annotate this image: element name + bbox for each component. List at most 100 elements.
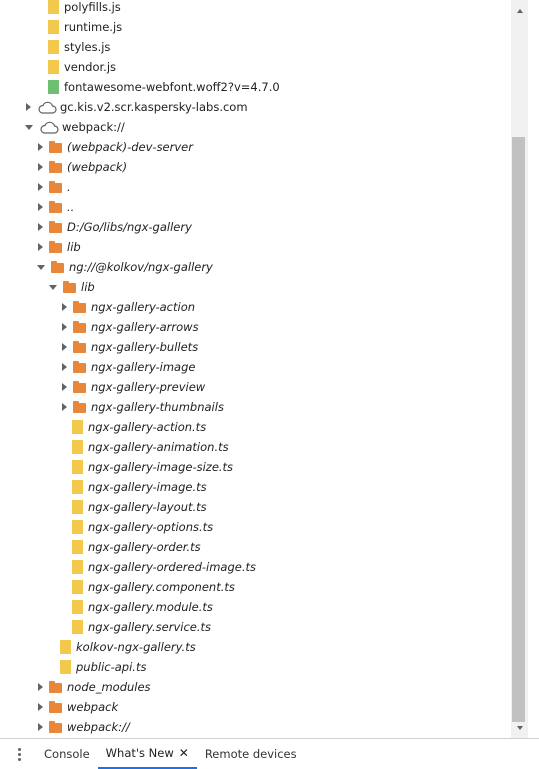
expand-arrow-icon[interactable] xyxy=(62,323,67,331)
tree-item-label: (webpack)-dev-server xyxy=(67,140,193,154)
close-tab-icon[interactable]: ✕ xyxy=(178,746,189,760)
ts-file-icon xyxy=(72,540,83,554)
expand-arrow-icon[interactable] xyxy=(38,703,43,711)
tree-item[interactable]: ngx-gallery-ordered-image.ts xyxy=(0,557,511,577)
tree-item[interactable]: styles.js xyxy=(0,37,511,57)
folder-icon xyxy=(49,200,62,213)
tree-item[interactable]: (webpack)-dev-server xyxy=(0,137,511,157)
folder-icon xyxy=(49,160,62,173)
folder-icon xyxy=(63,280,76,293)
expand-arrow-icon[interactable] xyxy=(62,303,67,311)
tree-item[interactable]: public-api.ts xyxy=(0,657,511,677)
tree-item-label: ngx-gallery-options.ts xyxy=(88,520,214,534)
tab-remote-devices[interactable]: Remote devices xyxy=(197,739,305,769)
tree-item-label: styles.js xyxy=(64,40,111,54)
expand-arrow-icon[interactable] xyxy=(62,403,67,411)
tab-console[interactable]: Console xyxy=(36,739,98,769)
folder-icon xyxy=(73,360,86,373)
tree-item[interactable]: ngx-gallery-layout.ts xyxy=(0,497,511,517)
tree-item[interactable]: ngx-gallery.module.ts xyxy=(0,597,511,617)
tree-item[interactable]: webpack:// xyxy=(0,117,511,137)
tree-item-label: ng://@kolkov/ngx-gallery xyxy=(69,260,213,274)
ts-file-icon xyxy=(60,660,71,674)
tree-item[interactable]: ngx-gallery-bullets xyxy=(0,337,511,357)
ts-file-icon xyxy=(72,520,83,534)
scroll-up-arrow-icon[interactable] xyxy=(511,2,528,19)
tree-item[interactable]: ngx-gallery-image xyxy=(0,357,511,377)
expand-arrow-icon[interactable] xyxy=(38,243,43,251)
tree-item[interactable]: webpack xyxy=(0,697,511,717)
tab-label: Remote devices xyxy=(204,747,297,761)
expand-arrow-icon[interactable] xyxy=(38,223,43,231)
tree-item[interactable]: fontawesome-webfont.woff2?v=4.7.0 xyxy=(0,77,511,97)
expand-arrow-icon[interactable] xyxy=(26,103,31,111)
tree-item-label: ngx-gallery-animation.ts xyxy=(88,440,229,454)
tree-item[interactable]: runtime.js xyxy=(0,17,511,37)
js-file-icon xyxy=(48,0,59,14)
ts-file-icon xyxy=(72,580,83,594)
tree-item[interactable]: lib xyxy=(0,277,511,297)
tab-label: Console xyxy=(44,747,90,761)
scroll-down-arrow-icon[interactable] xyxy=(511,719,528,736)
collapse-arrow-icon[interactable] xyxy=(25,124,33,130)
tree-item-label: ngx-gallery-thumbnails xyxy=(91,400,224,414)
expand-arrow-icon[interactable] xyxy=(38,143,43,151)
tree-item[interactable]: kolkov-ngx-gallery.ts xyxy=(0,637,511,657)
cloud-icon xyxy=(39,121,59,134)
tree-item-label: ngx-gallery-action.ts xyxy=(88,420,207,434)
scrollbar-thumb[interactable] xyxy=(512,137,525,722)
tree-item[interactable]: D:/Go/libs/ngx-gallery xyxy=(0,217,511,237)
ts-file-icon xyxy=(72,440,83,454)
expand-arrow-icon[interactable] xyxy=(38,723,43,731)
tree-item[interactable]: ngx-gallery-animation.ts xyxy=(0,437,511,457)
tree-item[interactable]: node_modules xyxy=(0,677,511,697)
tree-item[interactable]: ngx-gallery-thumbnails xyxy=(0,397,511,417)
folder-icon xyxy=(73,400,86,413)
vertical-scrollbar[interactable] xyxy=(511,0,528,738)
expand-arrow-icon[interactable] xyxy=(62,343,67,351)
tab-whats-new[interactable]: What's New ✕ xyxy=(97,739,197,769)
tree-item-label: ngx-gallery-order.ts xyxy=(88,540,201,554)
ts-file-icon xyxy=(72,560,83,574)
expand-arrow-icon[interactable] xyxy=(38,203,43,211)
tree-item[interactable]: lib xyxy=(0,237,511,257)
tree-item-label: ngx-gallery-preview xyxy=(91,380,206,394)
expand-arrow-icon[interactable] xyxy=(38,183,43,191)
tree-item[interactable]: vendor.js xyxy=(0,57,511,77)
tree-item[interactable]: ngx-gallery-action xyxy=(0,297,511,317)
tree-item[interactable]: ngx-gallery-arrows xyxy=(0,317,511,337)
folder-icon xyxy=(73,380,86,393)
tree-item[interactable]: .. xyxy=(0,197,511,217)
expand-arrow-icon[interactable] xyxy=(62,363,67,371)
tree-item[interactable]: (webpack) xyxy=(0,157,511,177)
tree-item[interactable]: ngx-gallery-order.ts xyxy=(0,537,511,557)
folder-icon xyxy=(73,320,86,333)
tree-item[interactable]: ng://@kolkov/ngx-gallery xyxy=(0,257,511,277)
tree-item-label: public-api.ts xyxy=(76,660,147,674)
tree-item[interactable]: ngx-gallery-image-size.ts xyxy=(0,457,511,477)
tree-item[interactable]: webpack:// xyxy=(0,717,511,737)
tree-item-label: vendor.js xyxy=(64,60,117,74)
tree-item[interactable]: ngx-gallery-action.ts xyxy=(0,417,511,437)
folder-icon xyxy=(49,140,62,153)
more-tabs-menu-icon[interactable] xyxy=(8,739,30,769)
expand-arrow-icon[interactable] xyxy=(38,163,43,171)
tree-item[interactable]: gc.kis.v2.scr.kaspersky-labs.com xyxy=(0,97,511,117)
tree-item-label: ngx-gallery-ordered-image.ts xyxy=(88,560,256,574)
tree-item[interactable]: ngx-gallery-preview xyxy=(0,377,511,397)
collapse-arrow-icon[interactable] xyxy=(49,284,57,290)
tree-item[interactable]: ngx-gallery-options.ts xyxy=(0,517,511,537)
tree-item-label: ngx-gallery-bullets xyxy=(91,340,199,354)
tree-item[interactable]: . xyxy=(0,177,511,197)
tree-item-label: ngx-gallery-image xyxy=(91,360,196,374)
expand-arrow-icon[interactable] xyxy=(38,683,43,691)
collapse-arrow-icon[interactable] xyxy=(37,264,45,270)
tree-item[interactable]: ngx-gallery-image.ts xyxy=(0,477,511,497)
tree-item[interactable]: ngx-gallery.service.ts xyxy=(0,617,511,637)
expand-arrow-icon[interactable] xyxy=(62,383,67,391)
tree-item[interactable]: polyfills.js xyxy=(0,0,511,17)
js-file-icon xyxy=(48,20,59,34)
tree-item-label: fontawesome-webfont.woff2?v=4.7.0 xyxy=(64,80,280,94)
tree-item[interactable]: ngx-gallery.component.ts xyxy=(0,577,511,597)
